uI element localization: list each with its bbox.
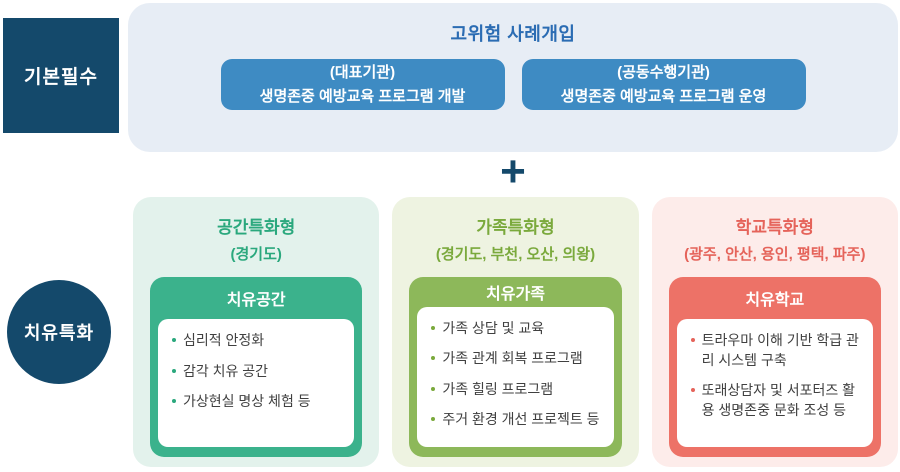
representative-org-card: (대표기관) 생명존중 예방교육 프로그램 개발 — [220, 59, 505, 110]
basic-required-label-text: 기본필수 — [24, 67, 98, 88]
bullet-item: 주거 환경 개선 프로젝트 등 — [429, 410, 607, 430]
healing-specialization-label: 치유특화 — [7, 280, 111, 384]
bullet-dot-icon — [431, 325, 436, 330]
card-header: 치유공간 — [226, 292, 286, 309]
bullet-dot-icon — [431, 386, 436, 391]
bullet-item: 가족 관계 회복 프로그램 — [429, 349, 607, 369]
panel-title: 고위험 사례개입 — [450, 24, 576, 44]
plus-connector-row: + — [128, 146, 898, 197]
bullet-dot-icon — [172, 399, 176, 404]
column-region-subtitle: (경기도) — [230, 246, 282, 263]
bullet-item: 트라우마 이해 기반 학급 관리 시스템 구축 — [689, 331, 867, 370]
bullet-item: 가상현실 명상 체험 등 — [170, 392, 348, 412]
bullet-dot-icon — [172, 368, 176, 373]
bullet-dot-icon — [431, 417, 436, 422]
healing-specialization-label-text: 치유특화 — [23, 323, 95, 343]
bullet-dot-icon — [172, 338, 176, 342]
representative-org-line1: (대표기관) — [329, 64, 396, 82]
card-header: 치유학교 — [745, 292, 805, 309]
joint-org-card: (공동수행기관) 생명존중 예방교육 프로그램 운영 — [521, 59, 806, 110]
bullet-item: 가족 힐링 프로그램 — [429, 380, 607, 400]
column-title: 가족특화형 — [476, 218, 555, 237]
representative-org-line2: 생명존중 예방교육 프로그램 개발 — [259, 87, 466, 105]
bullet-dot-icon — [431, 356, 436, 361]
bullet-item: 감각 치유 공간 — [170, 362, 348, 382]
column-school-type: 학교특화형 (광주, 안산, 용인, 평택, 파주) 치유학교 트라우마 이해 … — [651, 197, 898, 467]
column-title: 학교특화형 — [735, 218, 814, 237]
bullet-item: 가족 상담 및 교육 — [429, 319, 607, 339]
bullet-dot-icon — [690, 338, 695, 342]
bullet-dot-icon — [690, 388, 695, 393]
column-title: 공간특화형 — [217, 218, 296, 237]
joint-org-line2: 생명존중 예방교육 프로그램 운영 — [560, 87, 767, 105]
plus-icon: + — [500, 146, 526, 196]
bullet-item: 또래상담자 및 서포터즈 활용 생명존중 문화 조성 등 — [689, 381, 867, 420]
card-header: 치유가족 — [486, 285, 545, 303]
panel-cards-row: (대표기관) 생명존중 예방교육 프로그램 개발 (공동수행기관) 생명존중 예… — [128, 59, 898, 110]
bullet-item: 심리적 안정화 — [170, 331, 348, 351]
column-region-subtitle: (광주, 안산, 용인, 평택, 파주) — [684, 246, 866, 263]
basic-required-label: 기본필수 — [3, 18, 119, 133]
joint-org-line1: (공동수행기관) — [617, 64, 710, 82]
column-region-subtitle: (경기도, 부천, 오산, 의왕) — [435, 246, 596, 263]
high-risk-panel: 고위험 사례개입 (대표기관) 생명존중 예방교육 프로그램 개발 (공동수행기… — [128, 3, 898, 152]
